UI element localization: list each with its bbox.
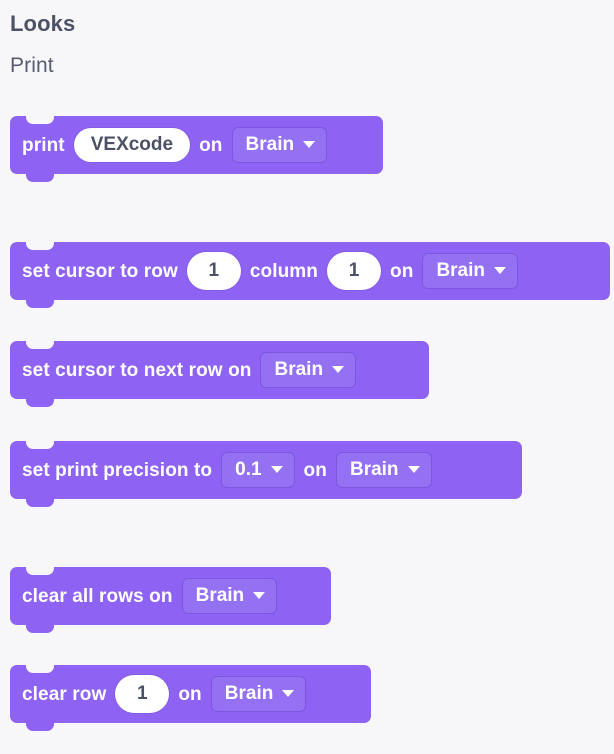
print-device-dropdown[interactable]: Brain [231,127,328,163]
block-set-cursor-to-row[interactable]: set cursor to row 1 column 1 on Brain [10,241,610,308]
chevron-down-icon [270,466,283,473]
set-cursor-column-input[interactable]: 1 [327,252,382,290]
set-cursor-row-input[interactable]: 1 [186,252,241,290]
precision-device-dropdown[interactable]: Brain [335,452,432,488]
clear-all-rows-device-value: Brain [195,585,245,606]
chevron-down-icon [282,690,295,697]
block-set-cursor-to-next-row[interactable]: set cursor to next row on Brain [10,340,429,407]
next-row-label: set cursor to next row on [22,359,252,381]
block-set-print-precision[interactable]: set print precision to 0.1 on Brain [10,440,522,507]
chevron-down-icon [494,267,507,274]
set-cursor-row-label-on: on [390,260,414,282]
precision-label-on: on [303,459,327,481]
clear-row-input[interactable]: 1 [115,675,170,713]
set-cursor-row-device-value: Brain [436,260,486,281]
clear-all-rows-label: clear all rows on [22,585,173,607]
chevron-down-icon [407,466,420,473]
clear-row-label-1: clear row [22,683,107,705]
page-title: Looks [10,11,76,36]
print-device-value: Brain [245,134,295,155]
clear-row-label-on: on [178,683,202,705]
block-clear-all-rows[interactable]: clear all rows on Brain [10,566,331,633]
chevron-down-icon [332,366,345,373]
block-print-label-print: print [22,134,65,156]
block-clear-row[interactable]: clear row 1 on Brain [10,664,371,731]
set-cursor-row-label-column: column [249,260,319,282]
next-row-device-dropdown[interactable]: Brain [260,352,357,388]
subsection-title: Print [10,54,54,77]
clear-row-device-value: Brain [224,683,274,704]
chevron-down-icon [253,592,266,599]
precision-value: 0.1 [235,459,262,480]
chevron-down-icon [303,141,316,148]
clear-all-rows-device-dropdown[interactable]: Brain [181,578,278,614]
set-cursor-row-device-dropdown[interactable]: Brain [422,253,519,289]
next-row-device-value: Brain [274,359,324,380]
clear-row-device-dropdown[interactable]: Brain [210,676,307,712]
print-text-input[interactable]: VEXcode [73,128,191,162]
block-print-label-on: on [199,134,223,156]
precision-label-1: set print precision to [22,459,213,481]
block-print[interactable]: print VEXcode on Brain [10,115,383,182]
precision-device-value: Brain [349,459,399,480]
precision-value-dropdown[interactable]: 0.1 [221,452,295,488]
set-cursor-row-label-1: set cursor to row [22,260,178,282]
